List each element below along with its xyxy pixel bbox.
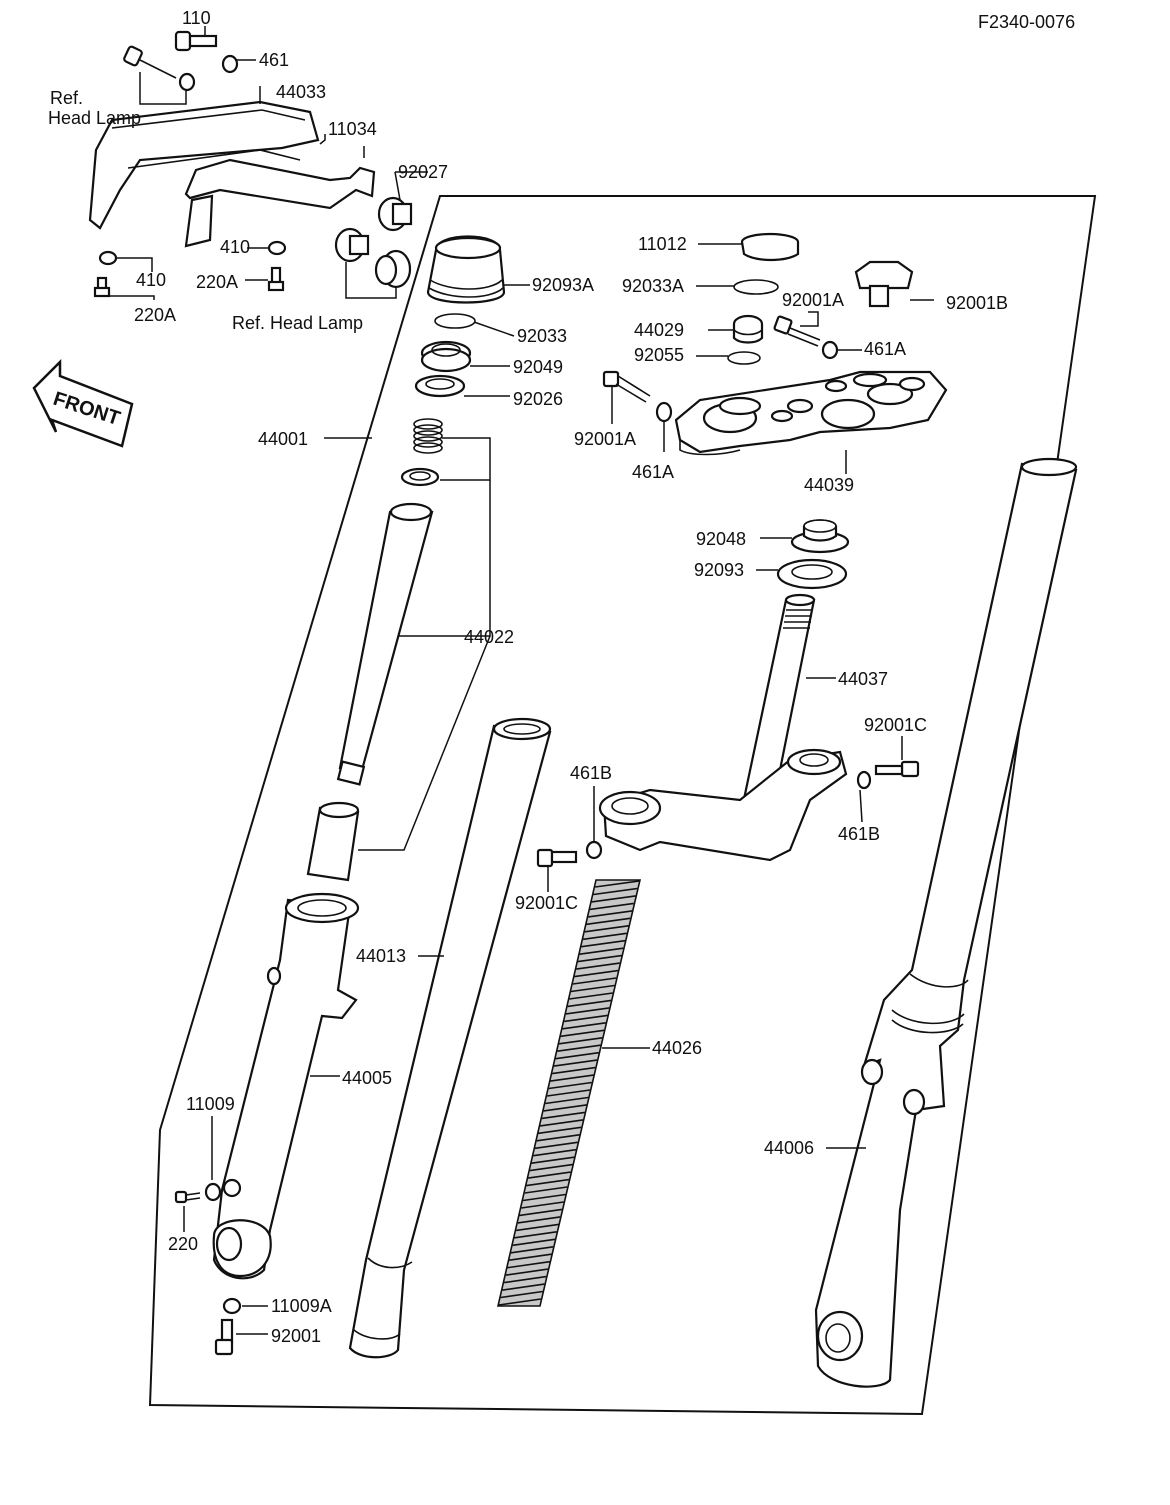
label-92001C-right: 92001C <box>864 715 927 735</box>
label-461A-upper: 461A <box>864 339 906 359</box>
top-bracket-group <box>602 232 948 474</box>
label-92033A: 92033A <box>622 276 684 296</box>
label-92001C-left: 92001C <box>515 893 578 913</box>
headlamp-stay-11034 <box>184 158 376 210</box>
short-spring <box>413 418 443 454</box>
washer-461 <box>221 54 239 74</box>
label-44029: 44029 <box>634 320 684 340</box>
bolt-upper-left <box>123 45 177 79</box>
label-92001A-upper: 92001A <box>782 290 844 310</box>
screw-220 <box>174 1190 201 1204</box>
label-11009A: 11009A <box>271 1296 332 1316</box>
document-code: F2340-0076 <box>978 12 1075 32</box>
label-461B-top: 461B <box>570 763 612 783</box>
label-11034: 11034 <box>328 119 377 139</box>
label-461B-right: 461B <box>838 824 880 844</box>
label-110: 110 <box>182 8 211 28</box>
front-arrow: FRONT <box>32 358 134 448</box>
label-461: 461 <box>259 50 289 70</box>
label-44001: 44001 <box>258 429 308 449</box>
bolt-92001A-lower <box>602 370 651 403</box>
label-ref-head-lamp-line1: Ref. <box>50 88 83 108</box>
label-11012: 11012 <box>638 234 687 254</box>
washer-11009 <box>204 1182 222 1202</box>
left-fork-top-parts <box>306 235 530 882</box>
label-92026: 92026 <box>513 389 563 409</box>
label-92049: 92049 <box>513 357 563 377</box>
stem-group <box>536 519 920 892</box>
label-92093: 92093 <box>694 560 744 580</box>
bolt-92001A-upper <box>773 315 821 347</box>
washer-461A-lower <box>655 401 673 423</box>
label-44013: 44013 <box>356 946 406 966</box>
lower-bracket <box>602 750 848 862</box>
right-fork-44006 <box>814 457 1078 1388</box>
seal-92048 <box>790 519 850 554</box>
outer-tube-44005 <box>212 898 358 1280</box>
bearing-92093 <box>776 558 848 590</box>
label-92001: 92001 <box>271 1326 321 1346</box>
label-92055: 92055 <box>634 345 684 365</box>
label-44006: 44006 <box>764 1138 814 1158</box>
label-92048: 92048 <box>696 529 746 549</box>
rod-sleeve <box>306 806 360 882</box>
label-44039: 44039 <box>804 475 854 495</box>
washer-461A-upper <box>821 340 839 360</box>
bolt-92001 <box>214 1318 234 1356</box>
inner-tube-44013 <box>348 717 552 1359</box>
label-461A-lower: 461A <box>632 462 674 482</box>
label-44022: 44022 <box>464 627 514 647</box>
headlamp-bracket-group <box>88 26 428 300</box>
ring-92033A <box>733 279 779 295</box>
label-92001B: 92001B <box>946 293 1008 313</box>
label-92033: 92033 <box>517 326 567 346</box>
label-44005: 44005 <box>342 1068 392 1088</box>
label-92093A: 92093A <box>532 275 594 295</box>
label-ref-head-lamp-line2: Head Lamp <box>48 108 141 128</box>
fork-spring-44026 <box>496 879 650 1307</box>
clip-92033 <box>434 313 476 329</box>
washer-410 <box>98 250 118 266</box>
washer-461B-left <box>585 840 603 860</box>
label-11009: 11009 <box>186 1094 235 1114</box>
bolt-110 <box>174 30 218 52</box>
label-410-left: 410 <box>136 270 166 290</box>
label-220A-right: 220A <box>196 272 238 292</box>
plug-44029 <box>732 314 764 344</box>
damper-rod-44022 <box>338 510 434 772</box>
label-220: 220 <box>168 1234 198 1254</box>
bolt-92001C-right <box>874 760 920 778</box>
bolt-92001C-left <box>536 848 578 868</box>
snap-ring <box>400 467 440 487</box>
label-92027: 92027 <box>398 162 448 182</box>
label-44033: 44033 <box>276 82 326 102</box>
label-220A-left: 220A <box>134 305 176 325</box>
assembly-boundary <box>148 195 1097 1416</box>
label-44037: 44037 <box>838 669 888 689</box>
washer-461B-right <box>856 770 872 790</box>
headlamp-bracket-44033 <box>88 100 320 230</box>
bolt-92001B <box>854 260 914 308</box>
left-lower-fork-group <box>174 892 360 1356</box>
washer-11009A <box>222 1297 242 1315</box>
label-92001A-lower: 92001A <box>574 429 636 449</box>
label-44026: 44026 <box>652 1038 702 1058</box>
oring-92055 <box>727 351 761 365</box>
label-ref-head-lamp: Ref. Head Lamp <box>232 313 363 333</box>
label-410-right: 410 <box>220 237 250 257</box>
